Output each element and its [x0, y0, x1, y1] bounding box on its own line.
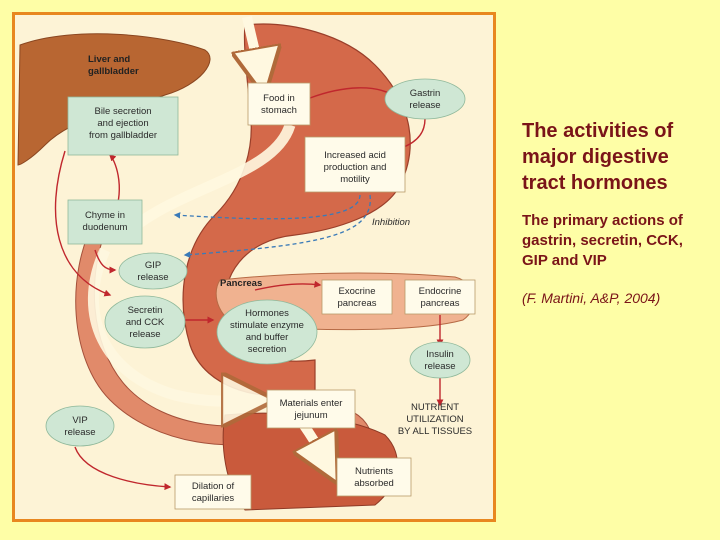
digestive-hormones-diagram: Food in stomach Bile secretion and eject…	[17, 15, 476, 511]
svg-text:Insulin: Insulin	[426, 349, 453, 360]
arrow-chyme-to-gip	[94, 249, 117, 274]
oval-vip: VIP release	[45, 405, 115, 447]
svg-text:Exocrine: Exocrine	[339, 286, 376, 297]
svg-text:Gastrin: Gastrin	[410, 88, 441, 99]
svg-text:duodenum: duodenum	[83, 222, 128, 233]
svg-text:Materials enter: Materials enter	[280, 398, 343, 409]
diagram-frame: Food in stomach Bile secretion and eject…	[12, 12, 496, 522]
svg-text:stimulate enzyme: stimulate enzyme	[230, 320, 304, 331]
svg-text:and ejection: and ejection	[97, 118, 148, 129]
box-bile-secretion: Bile secretion and ejection from gallbla…	[67, 96, 179, 156]
svg-text:pancreas: pancreas	[337, 298, 376, 309]
svg-text:motility: motility	[340, 174, 370, 185]
svg-text:and buffer: and buffer	[246, 332, 289, 343]
label-nutrient-1: NUTRIENT	[411, 402, 459, 413]
svg-text:release: release	[424, 361, 455, 372]
oval-gastrin: Gastrin release	[384, 78, 466, 120]
svg-text:Bile secretion: Bile secretion	[94, 106, 151, 117]
svg-text:release: release	[137, 272, 168, 283]
box-exocrine: Exocrine pancreas	[321, 279, 393, 315]
svg-text:Increased acid: Increased acid	[324, 150, 386, 161]
svg-text:Dilation of: Dilation of	[192, 481, 235, 492]
box-increased-acid: Increased acid production and motility	[304, 136, 406, 193]
slide-citation: (F. Martini, A&P, 2004)	[522, 290, 661, 306]
svg-text:capillaries: capillaries	[192, 493, 234, 504]
svg-text:and CCK: and CCK	[126, 317, 165, 328]
arrow-bile-to-chyme	[54, 150, 112, 297]
label-nutrient-3: BY ALL TISSUES	[398, 426, 472, 437]
inhibition-line-1	[173, 194, 361, 220]
svg-text:Chyme in: Chyme in	[85, 210, 125, 221]
svg-text:pancreas: pancreas	[420, 298, 459, 309]
svg-text:production and: production and	[324, 162, 387, 173]
svg-text:from gallbladder: from gallbladder	[89, 130, 157, 141]
label-nutrient-2: UTILIZATION	[406, 414, 463, 425]
arrow-pancreas-to-exocrine	[254, 280, 322, 291]
oval-hormones: Hormones stimulate enzyme and buffer sec…	[216, 299, 318, 365]
svg-text:Endocrine: Endocrine	[419, 286, 462, 297]
slide-subtitle: The primary actions of gastrin, secretin…	[522, 212, 683, 269]
svg-text:release: release	[64, 427, 95, 438]
chyme-flow-arrow	[126, 123, 296, 235]
svg-text:release: release	[409, 100, 440, 111]
svg-text:absorbed: absorbed	[354, 478, 394, 489]
svg-text:jejunum: jejunum	[293, 410, 327, 421]
svg-text:stomach: stomach	[261, 105, 297, 116]
label-liver-1: Liver and	[88, 54, 130, 65]
svg-text:secretion: secretion	[248, 344, 287, 355]
box-materials-jejunum: Materials enter jejunum	[266, 389, 356, 429]
svg-text:Secretin: Secretin	[128, 305, 163, 316]
label-pancreas: Pancreas	[220, 278, 262, 289]
box-chyme: Chyme in duodenum	[67, 199, 143, 245]
oval-insulin: Insulin release	[409, 341, 471, 379]
box-nutrients-absorbed: Nutrients absorbed	[336, 457, 412, 497]
oval-gip: GIP release	[118, 252, 188, 290]
box-dilation: Dilation of capillaries	[174, 474, 252, 510]
svg-text:release: release	[129, 329, 160, 340]
svg-text:Food in: Food in	[263, 93, 295, 104]
arrow-vip-to-dilation	[74, 446, 172, 491]
box-food-in-stomach: Food in stomach	[247, 82, 311, 126]
svg-text:VIP: VIP	[72, 415, 87, 426]
box-endocrine: Endocrine pancreas	[404, 279, 476, 315]
label-liver-2: gallbladder	[88, 66, 139, 77]
label-inhibition: Inhibition	[372, 217, 410, 228]
jejunum-flow-arrow	[87, 247, 265, 401]
inhibition-line-2	[183, 194, 371, 258]
food-flow-arrow	[247, 15, 263, 87]
slide-title: The activities of major digestive tract …	[522, 120, 674, 194]
svg-text:Hormones: Hormones	[245, 308, 289, 319]
svg-text:GIP: GIP	[145, 260, 161, 271]
oval-secretin-cck: Secretin and CCK release	[104, 295, 186, 349]
svg-text:Nutrients: Nutrients	[355, 466, 393, 477]
